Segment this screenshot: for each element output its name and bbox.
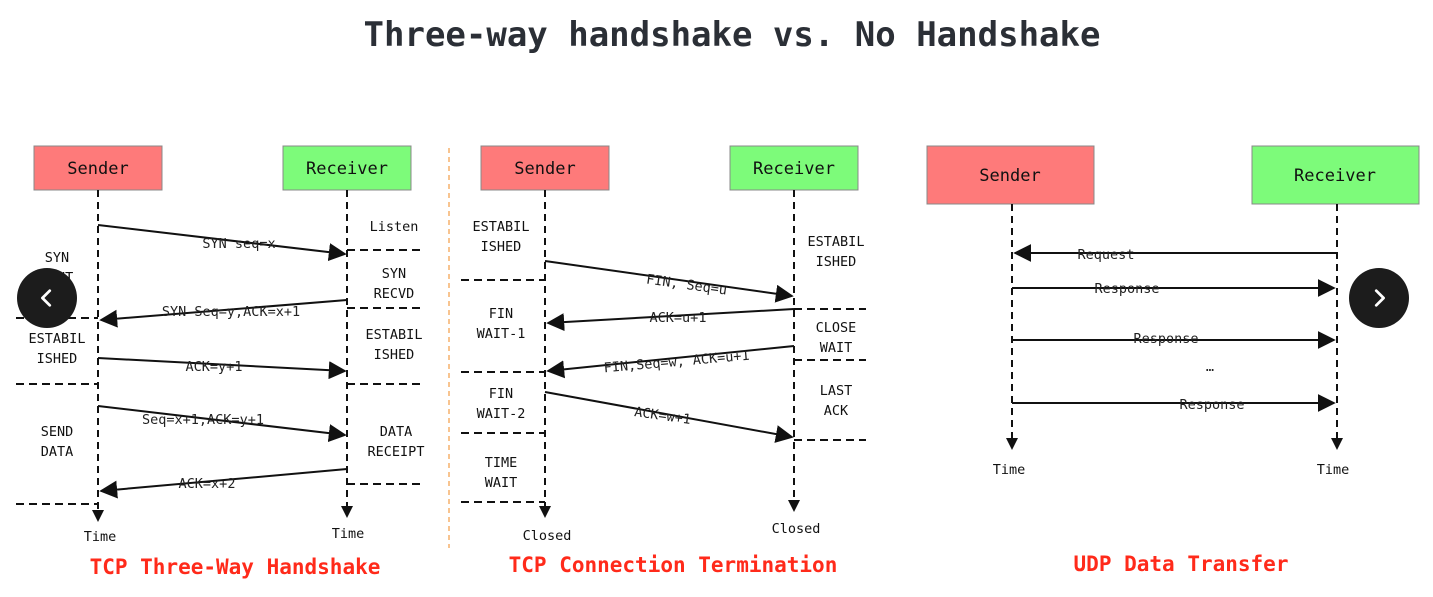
panel-caption: TCP Three-Way Handshake	[90, 555, 381, 579]
receiver-state-established-2: ISHED	[374, 347, 415, 363]
message-label: Response	[1094, 281, 1159, 297]
sender-state-fin-wait-2b: WAIT-2	[477, 406, 526, 422]
receiver-state-data-receipt-2: RECEIPT	[368, 444, 425, 460]
sender-label: Sender	[979, 166, 1040, 186]
message-label: Seq=x+1,ACK=y+1	[142, 412, 264, 428]
message-arrow	[544, 391, 794, 443]
page-title: Three-way handshake vs. No Handshake	[364, 15, 1101, 55]
receiver-state-listen: Listen	[370, 219, 419, 235]
sender-lifeline-arrow	[92, 510, 104, 522]
message-label: ACK=w+1	[633, 404, 692, 428]
sender-label: Sender	[67, 159, 128, 179]
panel-tcp-termination: Sender Receiver ESTABIL ISHED FIN WAIT-1…	[461, 145, 866, 577]
message-label: ACK=y+1	[186, 359, 243, 375]
previous-button[interactable]	[17, 268, 77, 328]
message-label: ACK=x+2	[179, 476, 236, 492]
message-label: Response	[1133, 331, 1198, 347]
receiver-state-syn-recvd-2: RECVD	[374, 286, 415, 302]
sender-lifeline-arrow	[539, 506, 551, 518]
receiver-state-data-receipt-1: DATA	[380, 424, 413, 440]
sender-state-time-wait-2: WAIT	[485, 475, 518, 491]
sender-state-send-data-2: DATA	[41, 444, 74, 460]
message-arrow	[97, 357, 347, 380]
sender-time-label: Time	[84, 529, 117, 545]
sender-lifeline-arrow	[1006, 438, 1018, 450]
message-label: ACK=u+1	[650, 310, 707, 326]
message-arrow	[97, 405, 347, 443]
sender-state-syn-sent-1: SYN	[45, 250, 69, 266]
chevron-right-icon	[1374, 289, 1385, 307]
message-label: SYN seq=x	[202, 236, 275, 252]
receiver-state-established-1: ESTABIL	[808, 234, 865, 250]
message-arrow	[97, 224, 347, 262]
message-label: FIN,Seq=w, ACK=u+1	[603, 348, 750, 377]
sender-state-send-data-1: SEND	[41, 424, 74, 440]
receiver-state-established-1: ESTABIL	[366, 327, 423, 343]
message-arrow	[546, 308, 795, 332]
panel-udp: Sender Receiver Request Response Respons…	[926, 145, 1420, 576]
receiver-state-last-ack-1: LAST	[820, 383, 853, 399]
receiver-state-syn-recvd-1: SYN	[382, 266, 406, 282]
receiver-lifeline-arrow	[788, 500, 800, 512]
sender-state-fin-wait-1b: WAIT-1	[477, 326, 526, 342]
message-arrow	[99, 299, 348, 328]
receiver-time-label: Time	[332, 526, 365, 542]
receiver-label: Receiver	[306, 159, 388, 179]
panel-caption: UDP Data Transfer	[1074, 552, 1289, 576]
next-button[interactable]	[1349, 268, 1409, 328]
chevron-left-icon	[41, 289, 52, 307]
receiver-state-last-ack-2: ACK	[824, 403, 849, 419]
message-arrow	[546, 345, 795, 379]
sender-closed-label: Closed	[523, 528, 572, 544]
panel-tcp-handshake: Sender Receiver Listen SYN RECVD ESTABIL…	[16, 145, 425, 579]
receiver-lifeline-arrow	[1331, 438, 1343, 450]
ellipsis: …	[1206, 359, 1214, 375]
receiver-box	[1251, 145, 1420, 205]
sender-box	[926, 145, 1095, 205]
receiver-lifeline-arrow	[341, 506, 353, 518]
message-label: Response	[1179, 397, 1244, 413]
sender-state-established-1: ESTABIL	[29, 331, 86, 347]
sender-label: Sender	[514, 159, 575, 179]
message-arrow	[544, 260, 794, 303]
panel-caption: TCP Connection Termination	[509, 553, 838, 577]
receiver-time-label: Time	[1317, 462, 1350, 478]
message-label: Request	[1078, 247, 1135, 263]
message-arrow	[99, 468, 348, 499]
receiver-state-close-wait-1: CLOSE	[816, 320, 857, 336]
message-label: SYN Seq=y,ACK=x+1	[162, 304, 300, 320]
sender-state-fin-wait-1a: FIN	[489, 306, 513, 322]
sender-state-established-2: ISHED	[37, 351, 78, 367]
sender-state-established-2: ISHED	[481, 239, 522, 255]
receiver-label: Receiver	[753, 159, 835, 179]
sender-state-established-1: ESTABIL	[473, 219, 530, 235]
sender-box	[480, 145, 610, 191]
receiver-label: Receiver	[1294, 166, 1376, 186]
receiver-closed-label: Closed	[772, 521, 821, 537]
receiver-state-close-wait-2: WAIT	[820, 340, 853, 356]
sender-state-fin-wait-2a: FIN	[489, 386, 513, 402]
receiver-box	[282, 145, 412, 191]
sender-time-label: Time	[993, 462, 1026, 478]
message-label: FIN, Seq=u	[645, 271, 728, 298]
sender-state-time-wait-1: TIME	[485, 455, 518, 471]
receiver-box	[729, 145, 859, 191]
receiver-state-established-2: ISHED	[816, 254, 857, 270]
